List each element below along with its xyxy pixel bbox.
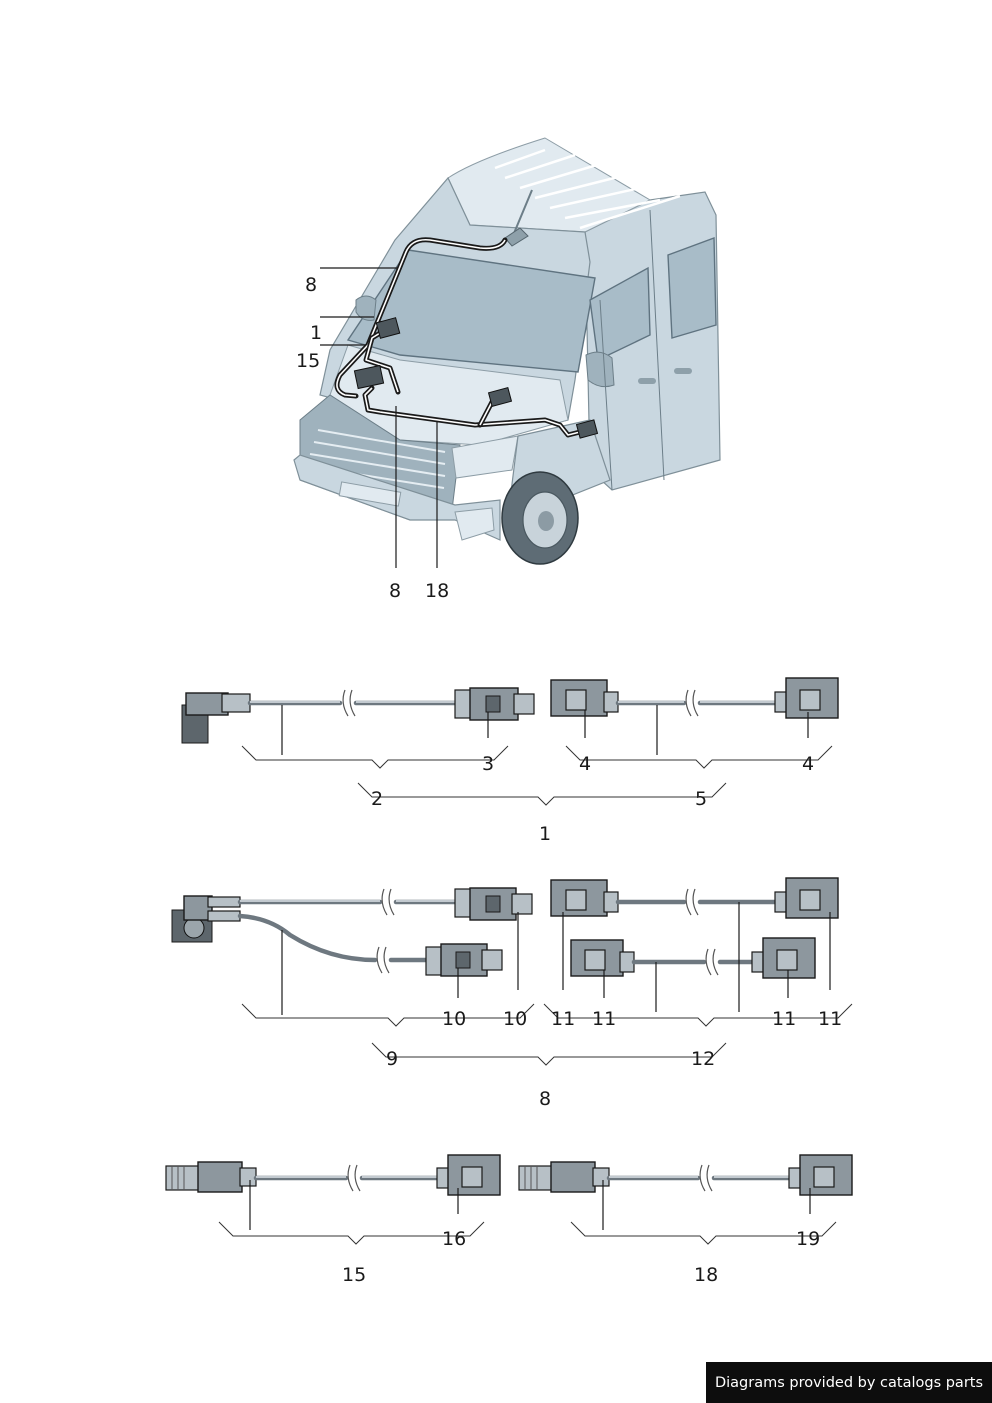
callout-label: 8 bbox=[539, 1088, 551, 1110]
callout-label: 15 bbox=[342, 1264, 366, 1286]
callout-label: 4 bbox=[802, 753, 814, 775]
callout-label: 8 bbox=[305, 274, 317, 296]
callout-label: 4 bbox=[579, 753, 591, 775]
van-illustration: 8 1 15 8 18 bbox=[293, 137, 721, 602]
cable-assembly-group-2: 10 10 11 11 11 11 9 12 8 bbox=[171, 877, 853, 1110]
callout-label: 5 bbox=[695, 788, 707, 810]
callout-label: 15 bbox=[296, 350, 320, 372]
callout-label: 18 bbox=[694, 1264, 718, 1286]
callout-label: 9 bbox=[386, 1048, 398, 1070]
callout-label: 11 bbox=[592, 1008, 616, 1030]
callout-label: 12 bbox=[691, 1048, 715, 1070]
cable-assembly-group-1: 3 4 4 2 5 1 bbox=[181, 677, 839, 845]
callout-label: 16 bbox=[442, 1228, 466, 1250]
footer-text: Diagrams provided by catalogs parts bbox=[714, 1374, 984, 1391]
callout-label: 11 bbox=[818, 1008, 842, 1030]
footer-credit: Diagrams provided by catalogs parts bbox=[706, 1362, 992, 1403]
callout-label: 2 bbox=[371, 788, 383, 810]
callout-label: 1 bbox=[539, 823, 551, 845]
callout-label: 10 bbox=[503, 1008, 527, 1030]
callout-label: 18 bbox=[425, 580, 449, 602]
callout-label: 11 bbox=[551, 1008, 575, 1030]
callout-label: 1 bbox=[310, 322, 322, 344]
callout-label: 8 bbox=[389, 580, 401, 602]
callout-label: 19 bbox=[796, 1228, 820, 1250]
callout-label: 3 bbox=[482, 753, 494, 775]
callout-label: 10 bbox=[442, 1008, 466, 1030]
cable-assembly-group-3: 16 15 bbox=[165, 1154, 501, 1286]
cable-assembly-group-4: 19 18 bbox=[518, 1154, 853, 1286]
callout-label: 11 bbox=[772, 1008, 796, 1030]
